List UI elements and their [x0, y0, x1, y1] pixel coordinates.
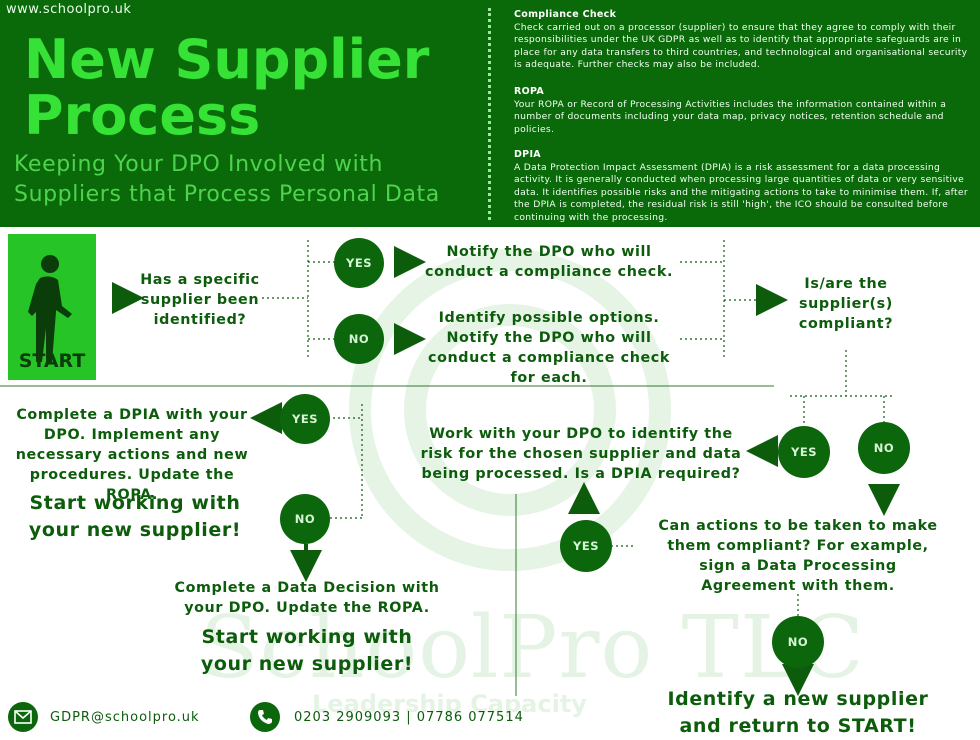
complete-decision-text: Complete a Data Decision with your DPO. …	[174, 580, 440, 616]
start-box	[8, 234, 96, 380]
new-supplier-text: Identify a new supplier and return to ST…	[667, 688, 929, 737]
contact-email[interactable]: GDPR@schoolpro.uk	[50, 710, 200, 725]
page-title: New Supplier Process	[24, 28, 430, 147]
watermark-brand: SchoolPro TLC	[200, 598, 865, 698]
website-url[interactable]: www.schoolpro.uk	[6, 2, 132, 17]
page-subtitle: Keeping Your DPO Involved with Suppliers…	[14, 152, 440, 207]
watermark-logo	[349, 249, 671, 571]
start-working-text-2: Start working with your new supplier!	[200, 626, 414, 675]
contact-phone[interactable]: 0203 2909093 | 07786 077514	[294, 710, 524, 725]
yes-bubble-compliant: YES	[778, 426, 830, 478]
start-working-text-1: Start working with your new supplier!	[28, 492, 242, 541]
question-actions: Can actions to be taken to make them com…	[658, 518, 938, 594]
definition-compliance-check: Compliance Check Check carried out on a …	[514, 9, 972, 72]
complete-dpia-text: Complete a DPIA with your DPO. Implement…	[15, 407, 249, 503]
definition-dpia: DPIA A Data Protection Impact Assessment…	[514, 149, 972, 225]
no-bubble-dpia: NO	[280, 494, 330, 544]
definition-term: DPIA	[514, 149, 541, 160]
definition-text: Check carried out on a processor (suppli…	[514, 21, 968, 71]
work-with-dpo-text: Work with your DPO to identify the risk …	[420, 426, 742, 482]
header-divider	[488, 8, 491, 220]
yes-bubble-actions: YES	[560, 520, 612, 572]
notify-dpo-text: Notify the DPO who will conduct a compli…	[425, 244, 673, 280]
question-compliant: Is/are the supplier(s) compliant?	[798, 276, 894, 332]
no-bubble-1: NO	[334, 314, 384, 364]
phone-icon	[250, 702, 280, 732]
identify-options-text: Identify possible options. Notify the DP…	[428, 310, 670, 386]
definition-term: ROPA	[514, 86, 545, 97]
start-label: START	[18, 350, 86, 372]
definition-ropa: ROPA Your ROPA or Record of Processing A…	[514, 86, 972, 136]
definition-text: A Data Protection Impact Assessment (DPI…	[514, 161, 968, 223]
definition-term: Compliance Check	[514, 9, 617, 20]
yes-bubble-1: YES	[334, 238, 384, 288]
no-bubble-compliant: NO	[858, 422, 910, 474]
question-supplier-identified: Has a specific supplier been identified?	[140, 272, 260, 328]
yes-bubble-dpia: YES	[280, 394, 330, 444]
definition-text: Your ROPA or Record of Processing Activi…	[514, 98, 947, 135]
person-walking-icon	[28, 255, 72, 362]
no-bubble-actions: NO	[772, 616, 824, 668]
watermark-tagline: Leadership Capacity	[312, 690, 587, 718]
envelope-icon	[8, 702, 38, 732]
